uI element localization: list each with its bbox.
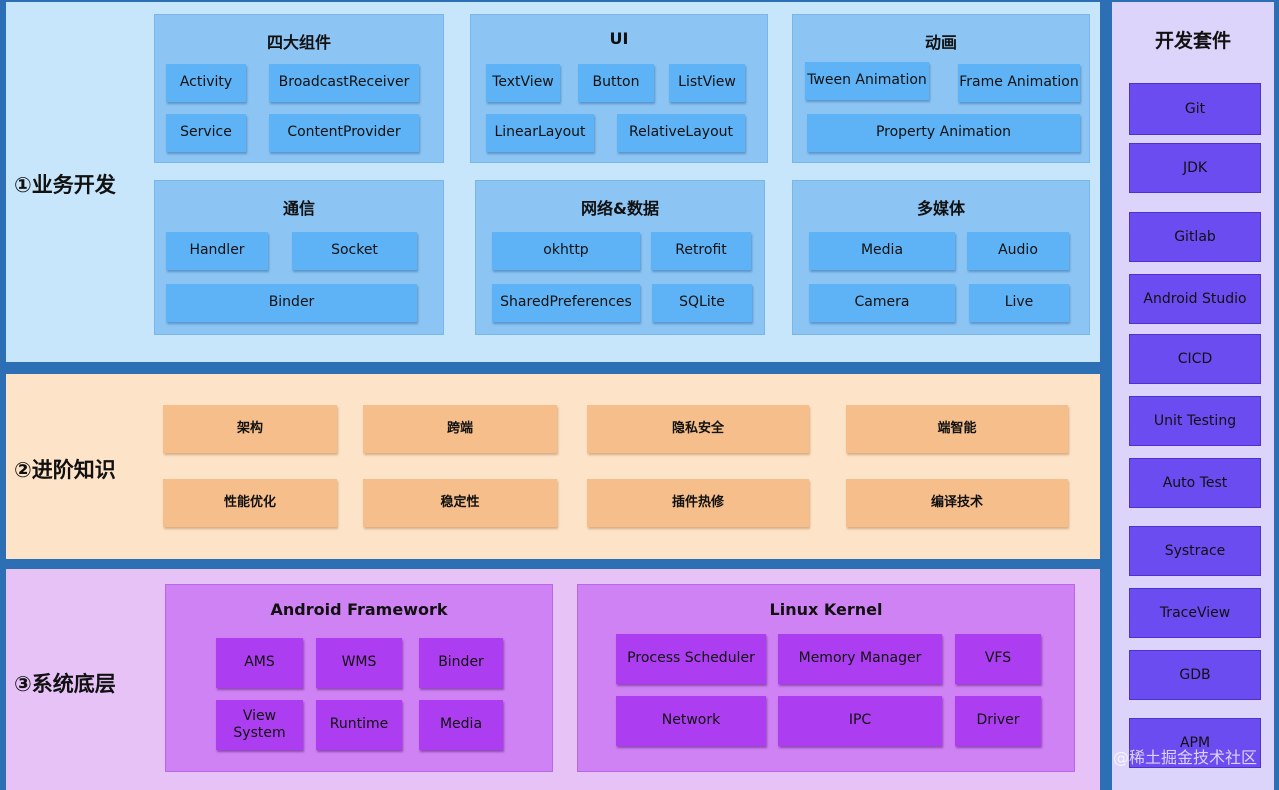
chip-sqlite: SQLite [652,284,752,322]
chip-media: Media [809,232,955,270]
chip-textview: TextView [486,64,560,102]
tool-auto-test: Auto Test [1129,458,1261,508]
chip-listview: ListView [669,64,745,102]
chip-ams: AMS [216,638,303,688]
chip-property-animation: Property Animation [807,114,1080,152]
advanced-layer: ②进阶知识 架构 跨端 隐私安全 端智能 性能优化 稳定性 插件热修 编译技术 [6,374,1100,559]
system-layer-label: ③系统底层 [14,672,116,696]
chip-broadcast-receiver: BroadcastReceiver [269,64,419,102]
chip-content-provider: ContentProvider [269,114,419,152]
chip-ipc: IPC [778,696,942,746]
chip-media-framework: Media [419,700,503,750]
watermark: @稀土掘金技术社区 [1112,748,1257,767]
group-multimedia-title: 多媒体 [916,199,965,218]
chip-runtime: Runtime [316,700,402,750]
group-network-data: 网络&数据 okhttp Retrofit SharedPreferences … [475,180,765,335]
chip-sharedpreferences: SharedPreferences [492,284,640,322]
chip-binder: Binder [166,284,417,322]
chip-activity: Activity [166,64,246,102]
tools-title: 开发套件 [1154,30,1231,52]
chip-hotfix: 插件热修 [587,479,809,527]
chip-wms: WMS [316,638,402,688]
group-network-data-title: 网络&数据 [581,199,659,218]
chip-driver: Driver [955,696,1041,746]
tool-traceview: TraceView [1129,588,1261,638]
chip-button: Button [578,64,654,102]
tool-systrace: Systrace [1129,526,1261,576]
chip-socket: Socket [292,232,417,270]
tool-apm: APM [1129,718,1261,768]
chip-edge-ai: 端智能 [846,405,1068,453]
chip-view-system: View System [216,700,303,750]
chip-vfs: VFS [955,634,1041,684]
chip-stability: 稳定性 [363,479,557,527]
chip-binder-framework: Binder [419,638,503,688]
group-components: 四大组件 Activity BroadcastReceiver Service … [154,14,444,163]
group-animation: 动画 Tween Animation Frame Animation Prope… [792,14,1090,163]
chip-retrofit: Retrofit [651,232,751,270]
group-ui-title: UI [609,29,629,48]
system-layer: ③系统底层 Android Framework AMS WMS Binder V… [6,569,1100,790]
chip-live: Live [969,284,1069,322]
chip-linearlayout: LinearLayout [486,114,594,152]
group-communication: 通信 Handler Socket Binder [154,180,444,335]
group-linux-kernel-title: Linux Kernel [769,600,883,619]
tool-unit-testing: Unit Testing [1129,396,1261,446]
chip-audio: Audio [967,232,1069,270]
chip-frame-animation: Frame Animation [958,64,1080,102]
chip-handler: Handler [166,232,268,270]
group-android-framework-title: Android Framework [270,600,448,619]
tool-android-studio: Android Studio [1129,274,1261,324]
chip-camera: Camera [809,284,955,322]
chip-privacy-security: 隐私安全 [587,405,809,453]
tool-cicd: CICD [1129,334,1261,384]
tool-git: Git [1129,83,1261,135]
business-layer: ①业务开发 四大组件 Activity BroadcastReceiver Se… [6,2,1100,362]
chip-architecture: 架构 [163,405,337,453]
group-linux-kernel: Linux Kernel Process Scheduler Memory Ma… [577,584,1075,772]
chip-process-scheduler: Process Scheduler [616,634,766,684]
chip-tween-animation: Tween Animation [805,62,929,100]
group-multimedia: 多媒体 Media Audio Camera Live [792,180,1090,335]
tool-jdk: JDK [1129,143,1261,193]
tool-gdb: GDB [1129,650,1261,700]
chip-network-kernel: Network [616,696,766,746]
group-android-framework: Android Framework AMS WMS Binder View Sy… [165,584,553,772]
chip-performance: 性能优化 [163,479,337,527]
group-ui: UI TextView Button ListView LinearLayout… [470,14,768,163]
chip-relativelayout: RelativeLayout [617,114,745,152]
group-communication-title: 通信 [282,199,315,218]
group-animation-title: 动画 [924,33,957,52]
chip-cross-platform: 跨端 [363,405,557,453]
advanced-layer-label: ②进阶知识 [14,458,116,482]
group-components-title: 四大组件 [266,33,331,52]
chip-compiler: 编译技术 [846,479,1068,527]
chip-memory-manager: Memory Manager [778,634,942,684]
business-layer-label: ①业务开发 [14,173,116,197]
tool-gitlab: Gitlab [1129,212,1261,262]
chip-service: Service [166,114,246,152]
chip-okhttp: okhttp [492,232,640,270]
